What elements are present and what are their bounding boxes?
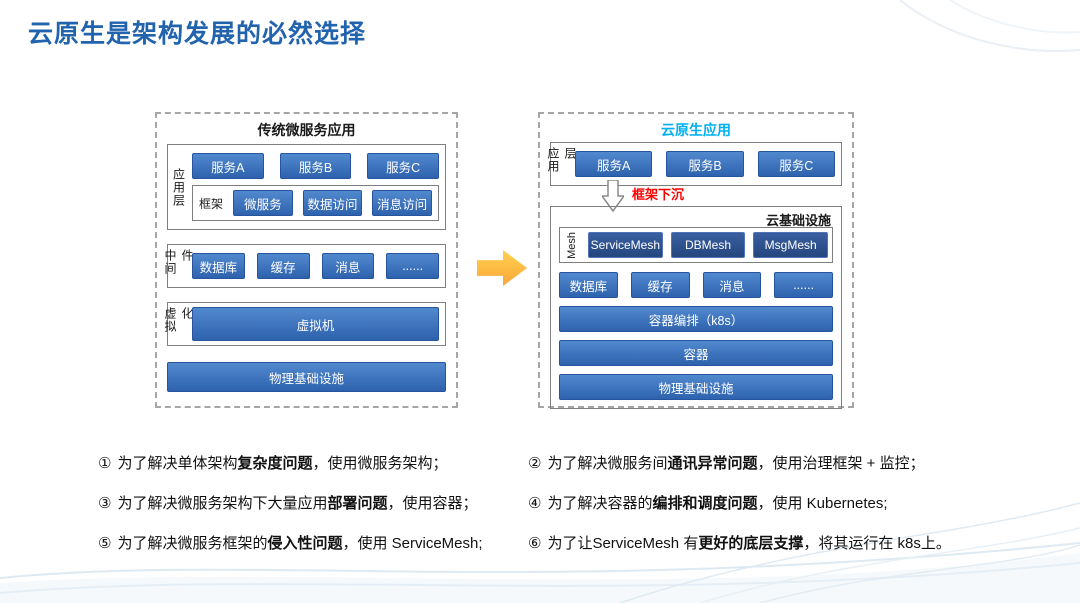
app-layer-label-right: 应用层 bbox=[546, 147, 577, 173]
middleware-row: 数据库 缓存 消息 ...... bbox=[192, 253, 439, 279]
services-row-right: 服务A 服务B 服务C bbox=[575, 151, 835, 177]
service-b-chip: 服务B bbox=[666, 151, 744, 177]
container-bar: 容器 bbox=[559, 340, 833, 366]
microservice-chip: 微服务 bbox=[233, 190, 293, 216]
note-2-bold: 通讯异常问题 bbox=[667, 455, 758, 472]
note-2: ② 为了解决微服务间通讯异常问题，使用治理框架 + 监控； bbox=[528, 452, 1018, 473]
physical-infra-bar: 物理基础设施 bbox=[559, 374, 833, 400]
services-row: 服务A 服务B 服务C bbox=[192, 153, 440, 179]
app-layer-label: 应用层 bbox=[171, 167, 186, 207]
note-1: ① 为了解决单体架构复杂度问题，使用微服务架构； bbox=[98, 452, 528, 473]
ellipsis-chip: ...... bbox=[774, 272, 833, 298]
mesh-section: Mesh ServiceMesh DBMesh MsgMesh bbox=[559, 227, 833, 263]
note-6-text: 为了让ServiceMesh 有 bbox=[547, 535, 699, 552]
note-2-number: ② bbox=[528, 455, 542, 472]
framework-sink-arrow-icon bbox=[602, 180, 624, 212]
note-4-bold: 编排和调度问题 bbox=[652, 495, 758, 512]
data-access-chip: 数据访问 bbox=[302, 190, 363, 216]
background-corner-decoration bbox=[899, 0, 1080, 52]
note-1-number: ① bbox=[98, 455, 112, 472]
note-1-bold: 复杂度问题 bbox=[237, 455, 313, 472]
note-5: ⑤ 为了解决微服务框架的侵入性问题，使用 ServiceMesh; bbox=[98, 532, 528, 553]
cloud-infrastructure-box: 云基础设施 Mesh ServiceMesh DBMesh MsgMesh 数据… bbox=[550, 206, 842, 409]
note-3-bold: 部署问题 bbox=[327, 495, 388, 512]
note-2-tail: ，使用治理框架 + 监控； bbox=[757, 455, 925, 472]
note-4-number: ④ bbox=[528, 495, 542, 512]
cache-chip: 缓存 bbox=[630, 272, 690, 298]
note-4-tail: ，使用 Kubernetes; bbox=[757, 495, 888, 512]
page-title: 云原生是架构发展的必然选择 bbox=[28, 20, 367, 48]
transform-arrow-icon bbox=[477, 250, 527, 286]
service-a-chip: 服务A bbox=[575, 151, 653, 177]
database-chip: 数据库 bbox=[559, 272, 618, 298]
traditional-panel-title: 传统微服务应用 bbox=[257, 122, 356, 138]
note-1-tail: ，使用微服务架构； bbox=[312, 455, 448, 472]
message-access-chip: 消息访问 bbox=[372, 190, 432, 216]
cloud-infrastructure-title: 云基础设施 bbox=[765, 213, 831, 228]
note-6-number: ⑥ bbox=[528, 535, 542, 552]
message-chip: 消息 bbox=[702, 272, 762, 298]
physical-infra-bar: 物理基础设施 bbox=[167, 362, 446, 392]
framework-sink-label: 框架下沉 bbox=[632, 187, 685, 202]
note-3: ③ 为了解决微服务架构下大量应用部署问题，使用容器； bbox=[98, 492, 528, 513]
middleware-row-right: 数据库 缓存 消息 ...... bbox=[559, 272, 833, 298]
framework-label: 框架 bbox=[199, 196, 224, 211]
app-layer-section: 应用层 服务A 服务B 服务C 框架 微服务 数据访问 消息访问 bbox=[167, 144, 446, 230]
servicemesh-chip: ServiceMesh bbox=[588, 232, 663, 258]
vm-bar: 虚拟机 bbox=[192, 307, 439, 341]
framework-box: 框架 微服务 数据访问 消息访问 bbox=[192, 185, 439, 221]
note-4: ④ 为了解决容器的编排和调度问题，使用 Kubernetes; bbox=[528, 492, 1018, 513]
mesh-label: Mesh bbox=[566, 231, 578, 259]
middleware-label: 中间件 bbox=[163, 249, 194, 275]
note-5-tail: ，使用 ServiceMesh; bbox=[342, 535, 483, 552]
note-2-text: 为了解决微服务间 bbox=[547, 455, 668, 472]
cache-chip: 缓存 bbox=[256, 253, 310, 279]
dbmesh-chip: DBMesh bbox=[670, 232, 746, 258]
service-b-chip: 服务B bbox=[279, 153, 352, 179]
cloud-native-panel-title: 云原生应用 bbox=[661, 122, 731, 138]
middleware-section: 中间件 数据库 缓存 消息 ...... bbox=[163, 244, 446, 288]
note-5-text: 为了解决微服务框架的 bbox=[117, 535, 268, 552]
service-c-chip: 服务C bbox=[757, 151, 835, 177]
service-c-chip: 服务C bbox=[367, 153, 440, 179]
msgmesh-chip: MsgMesh bbox=[753, 232, 829, 258]
app-layer-section-right: 应用层 服务A 服务B 服务C bbox=[546, 142, 842, 186]
note-6-tail: ，将其运行在 k8s上。 bbox=[803, 535, 951, 552]
note-4-text: 为了解决容器的 bbox=[547, 495, 653, 512]
note-6: ⑥ 为了让ServiceMesh 有更好的底层支撑，将其运行在 k8s上。 bbox=[528, 532, 1018, 553]
note-6-bold: 更好的底层支撑 bbox=[698, 535, 804, 552]
note-3-tail: ，使用容器； bbox=[387, 495, 478, 512]
database-chip: 数据库 bbox=[192, 253, 245, 279]
service-a-chip: 服务A bbox=[192, 153, 264, 179]
note-5-number: ⑤ bbox=[98, 535, 112, 552]
virtualization-label: 虚拟化 bbox=[163, 307, 194, 333]
k8s-orchestration-bar: 容器编排（k8s） bbox=[559, 306, 833, 332]
note-3-number: ③ bbox=[98, 495, 112, 512]
ellipsis-chip: ...... bbox=[386, 253, 439, 279]
traditional-architecture-panel: 传统微服务应用 应用层 服务A 服务B 服务C 框架 微服务 数据访问 消息访问… bbox=[155, 112, 458, 408]
virtualization-section: 虚拟化 虚拟机 bbox=[163, 302, 446, 346]
note-1-text: 为了解决单体架构 bbox=[117, 455, 238, 472]
message-chip: 消息 bbox=[321, 253, 375, 279]
note-3-text: 为了解决微服务架构下大量应用 bbox=[117, 495, 328, 512]
note-5-bold: 侵入性问题 bbox=[267, 535, 343, 552]
cloud-native-panel: 云原生应用 应用层 服务A 服务B 服务C 框架下沉 云基础设施 Mesh Se… bbox=[538, 112, 854, 409]
